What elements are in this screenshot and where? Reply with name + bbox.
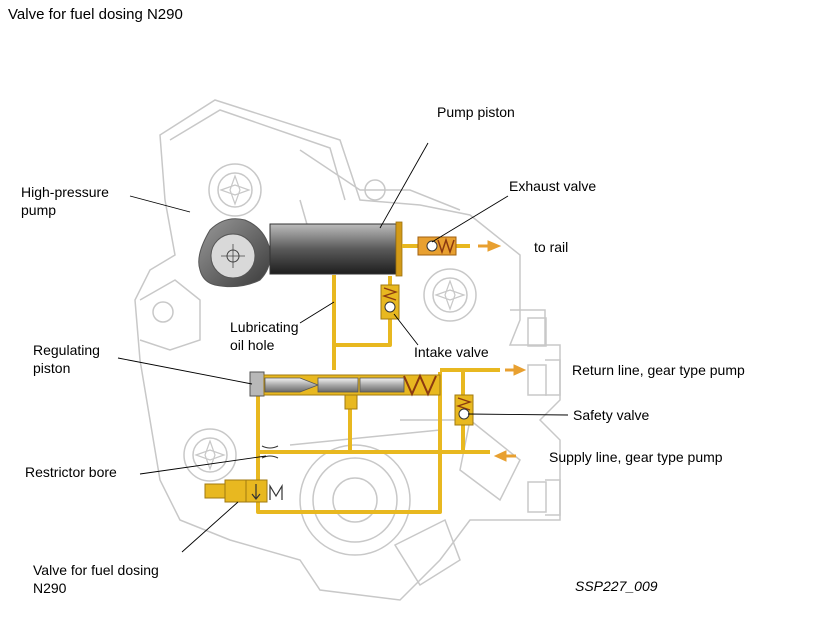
housing-star-markings xyxy=(194,174,466,471)
label-return-line: Return line, gear type pump xyxy=(572,362,745,378)
label-supply-line: Supply line, gear type pump xyxy=(549,449,723,465)
leader-regulating-piston xyxy=(117,357,253,385)
leader-safety-valve xyxy=(467,413,569,416)
label-high-pressure-pump-line1: High-pressure xyxy=(21,184,109,200)
label-safety-valve: Safety valve xyxy=(573,407,650,423)
label-regulating-piston-line2: piston xyxy=(33,360,71,376)
label-lubricating-line2: oil hole xyxy=(230,337,275,353)
leader-pump-piston xyxy=(379,142,429,229)
label-high-pressure-pump-line2: pump xyxy=(21,202,57,218)
label-fuel-dosing-valve-line1: Valve for fuel dosing xyxy=(33,562,159,578)
reference-code: SSP227_009 xyxy=(575,578,658,594)
regulating-piston-assembly xyxy=(249,371,441,410)
intake-valve xyxy=(380,284,400,320)
flow-arrows xyxy=(478,240,527,462)
label-restrictor-bore: Restrictor bore xyxy=(25,464,117,480)
safety-valve xyxy=(454,394,474,426)
label-exhaust-valve: Exhaust valve xyxy=(509,178,597,194)
label-regulating-piston-line1: Regulating xyxy=(33,342,100,358)
leader-exhaust-valve xyxy=(431,195,509,243)
label-fuel-dosing-valve-line2: N290 xyxy=(33,580,67,596)
label-pump-piston: Pump piston xyxy=(437,104,515,120)
leader-restrictor-bore xyxy=(139,455,267,475)
restrictor-bore-symbol xyxy=(261,445,279,459)
leader-lubricating-oil-hole xyxy=(299,301,335,324)
leader-high-pressure-pump xyxy=(129,195,191,213)
leader-intake-valve xyxy=(393,313,419,346)
label-lubricating-line1: Lubricating xyxy=(230,319,299,335)
label-to-rail: to rail xyxy=(534,239,569,255)
leader-lines xyxy=(117,142,569,553)
label-intake-valve: Intake valve xyxy=(414,344,489,360)
fuel-dosing-valve xyxy=(204,479,283,503)
pump-piston xyxy=(269,221,403,277)
exhaust-valve xyxy=(417,236,457,256)
diagram-title: Valve for fuel dosing N290 xyxy=(8,6,183,23)
arrow-return-line xyxy=(505,364,527,376)
leader-fuel-dosing-valve xyxy=(181,501,239,553)
drive-cam xyxy=(198,218,271,288)
pump-housing-outline xyxy=(134,99,561,601)
arrow-supply-line xyxy=(493,450,516,462)
arrow-to-rail xyxy=(478,240,502,252)
